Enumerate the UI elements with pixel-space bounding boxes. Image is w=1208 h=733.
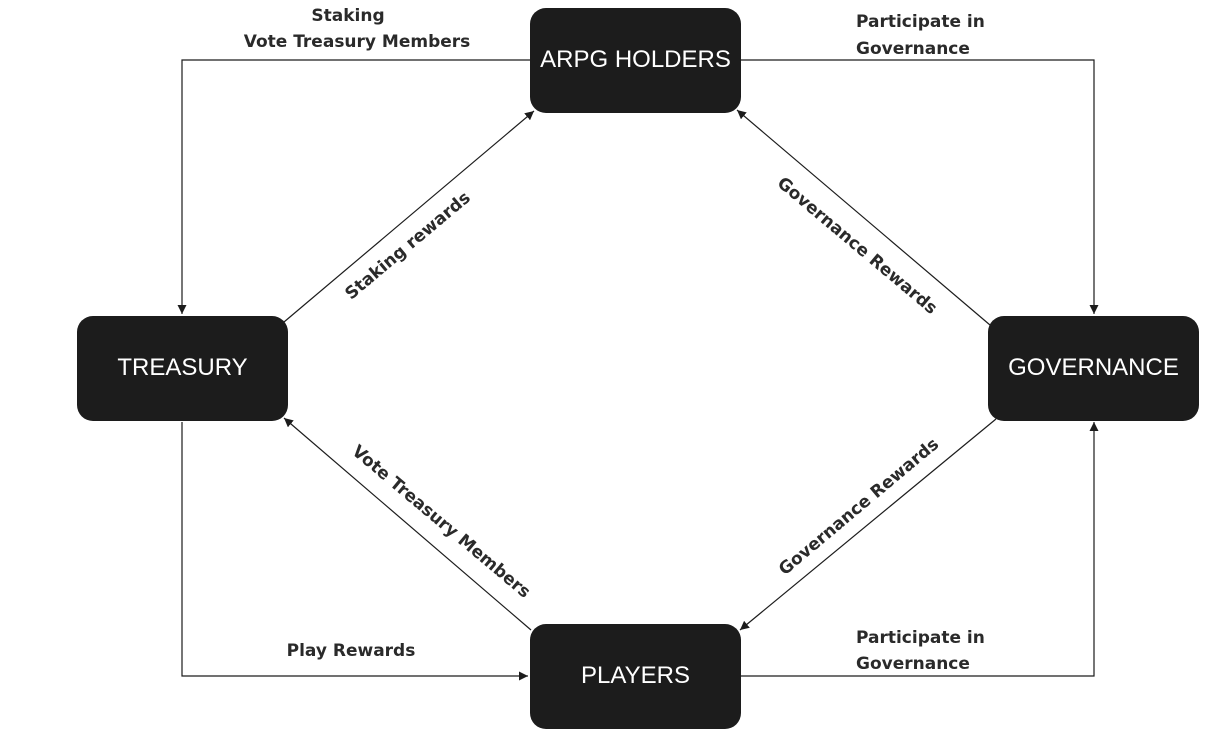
edge-holders-to-governance: [741, 59, 1099, 314]
edge-governance-to-players: [739, 418, 997, 631]
label-play-rewards: Play Rewards: [287, 641, 416, 661]
node-arpg-holders: ARPG HOLDERS: [530, 8, 741, 113]
label-governance-rewards-bottom: Governance Rewards: [775, 434, 943, 579]
node-treasury-label: TREASURY: [117, 354, 247, 381]
label-staking-rewards: Staking rewards: [341, 188, 474, 304]
node-arpg-holders-label: ARPG HOLDERS: [540, 46, 731, 73]
label-governance-rewards-top: Governance Rewards: [773, 173, 941, 318]
node-treasury: TREASURY: [77, 316, 288, 421]
label-governance-bottom: Governance: [856, 654, 970, 674]
label-vote-treasury-members-diagonal: Vote Treasury Members: [348, 442, 534, 603]
label-participate-in-top: Participate in: [856, 12, 985, 32]
edge-treasury-to-players: [181, 422, 528, 681]
label-vote-treasury-members-top: Vote Treasury Members: [244, 32, 471, 52]
edge-players-to-treasury: [283, 417, 532, 631]
label-governance-top: Governance: [856, 39, 970, 59]
edge-treasury-to-holders: [283, 110, 535, 323]
edge-players-to-governance: [741, 422, 1099, 677]
node-governance: GOVERNANCE: [988, 316, 1199, 421]
edge-holders-to-treasury: [177, 59, 530, 314]
label-participate-in-bottom: Participate in: [856, 628, 985, 648]
node-players: PLAYERS: [530, 624, 741, 729]
label-staking: Staking: [311, 6, 384, 26]
edge-governance-to-holders: [736, 109, 991, 326]
node-governance-label: GOVERNANCE: [1008, 354, 1179, 381]
node-players-label: PLAYERS: [581, 662, 690, 689]
